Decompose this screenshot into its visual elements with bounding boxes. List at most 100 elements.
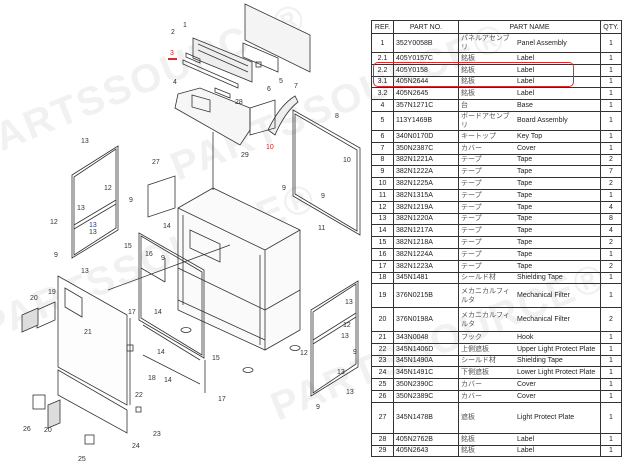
cell-part-no: 382N1217A: [393, 224, 459, 238]
callout-number: 29: [241, 152, 249, 159]
callout-number: 11: [318, 225, 326, 232]
cell-ref: 15: [371, 236, 394, 249]
cell-qty: 1: [600, 129, 622, 143]
front-door: [57, 275, 128, 406]
cell-jp: フック: [458, 330, 515, 344]
cell-ref: 6: [371, 129, 394, 143]
callout-number: 2: [171, 29, 175, 36]
cell-qty: 1: [600, 188, 622, 202]
callout-number: 15: [124, 243, 132, 250]
callout-number: 26: [23, 426, 31, 433]
callout-number: 22: [135, 392, 143, 399]
cell-ref: 22: [371, 342, 394, 356]
cell-part-no: 382N1220A: [393, 212, 459, 226]
callout-number: 27: [152, 159, 160, 166]
cell-ref: 1: [371, 33, 394, 53]
highlight-box: [373, 62, 574, 87]
cell-jp: テープ: [458, 212, 515, 226]
cell-jp: メカニカルフィルタ: [458, 283, 515, 309]
cell-part-no: 382N1221A: [393, 153, 459, 167]
cell-part-no: 350N2390C: [393, 378, 459, 391]
cell-qty: 1: [600, 389, 622, 403]
cell-jp: テープ: [458, 259, 515, 273]
cell-qty: 1: [600, 378, 622, 391]
rear-panel: [244, 3, 311, 73]
callout-number: 14: [154, 309, 162, 316]
cell-qty: 2: [600, 236, 622, 249]
callout-number: 21: [84, 329, 92, 336]
callout-number: 9: [321, 193, 325, 200]
cell-qty: 1: [600, 444, 622, 458]
cell-jp: テープ: [458, 200, 515, 214]
callout-number: 12: [300, 350, 308, 357]
cell-qty: 1: [600, 342, 622, 356]
cell-jp: 下側遮板: [458, 366, 515, 380]
cell-qty: 1: [600, 141, 622, 155]
cell-part-no: 376N0198A: [393, 307, 459, 332]
cell-qty: 1: [600, 33, 622, 53]
cell-part-no: 405Y0158: [393, 63, 459, 77]
callout-number: 28: [235, 99, 243, 106]
callout-number: 9: [282, 185, 286, 192]
callout-number: 12: [50, 219, 58, 226]
callout-number: 13: [337, 369, 345, 376]
callout-number: 9: [161, 255, 165, 262]
cell-qty: 1: [600, 63, 622, 77]
cell-en: Label: [515, 444, 601, 458]
cell-jp: シールド材: [458, 354, 515, 368]
callout-number: 9: [353, 349, 357, 356]
callout-number: 4: [173, 79, 177, 86]
cell-en: Shielding Tape: [515, 271, 601, 285]
cell-en: Tape: [515, 224, 601, 238]
cell-jp: テープ: [458, 165, 515, 179]
cell-qty: 1: [600, 75, 622, 89]
light-protect-plate: [147, 175, 176, 218]
cell-jp: テープ: [458, 188, 515, 202]
cell-ref: 18: [371, 271, 394, 285]
cell-ref: 16: [371, 247, 394, 261]
cell-jp: メカニカルフィルタ: [458, 307, 515, 332]
cell-en: Label: [515, 87, 601, 101]
cell-qty: 1: [600, 247, 622, 261]
callout-number: 7: [294, 83, 298, 90]
cell-qty: 2: [600, 177, 622, 190]
cell-qty: 4: [600, 200, 622, 214]
cell-en: Tape: [515, 259, 601, 273]
callout-number: 13: [345, 299, 353, 306]
callout-number: 14: [163, 223, 171, 230]
cell-ref: 7: [371, 141, 394, 155]
cell-part-no: 113Y1469B: [393, 110, 459, 131]
cell-qty: 1: [600, 330, 622, 344]
cell-jp: ボードアセンブリ: [458, 110, 515, 131]
cell-jp: 遮板: [458, 401, 515, 434]
cell-jp: 銘板: [458, 63, 515, 77]
callout-number: 8: [335, 113, 339, 120]
cell-part-no: 340N0170D: [393, 129, 459, 143]
cell-qty: 2: [600, 153, 622, 167]
cell-ref: 12: [371, 200, 394, 214]
cell-part-no: 382N1224A: [393, 247, 459, 261]
callout-number: 13: [81, 138, 89, 145]
cell-part-no: 382N1219A: [393, 200, 459, 214]
callout-number: 9: [54, 252, 58, 259]
cell-part-no: 382N1222A: [393, 165, 459, 179]
cover-26: [32, 394, 46, 410]
cell-en: Tape: [515, 236, 601, 249]
cell-en: Panel Assembly: [515, 33, 601, 53]
cell-part-no: 357N1271C: [393, 99, 459, 112]
cell-en: Shielding Tape: [515, 354, 601, 368]
cell-jp: カバー: [458, 389, 515, 403]
cell-ref: 25: [371, 378, 394, 391]
